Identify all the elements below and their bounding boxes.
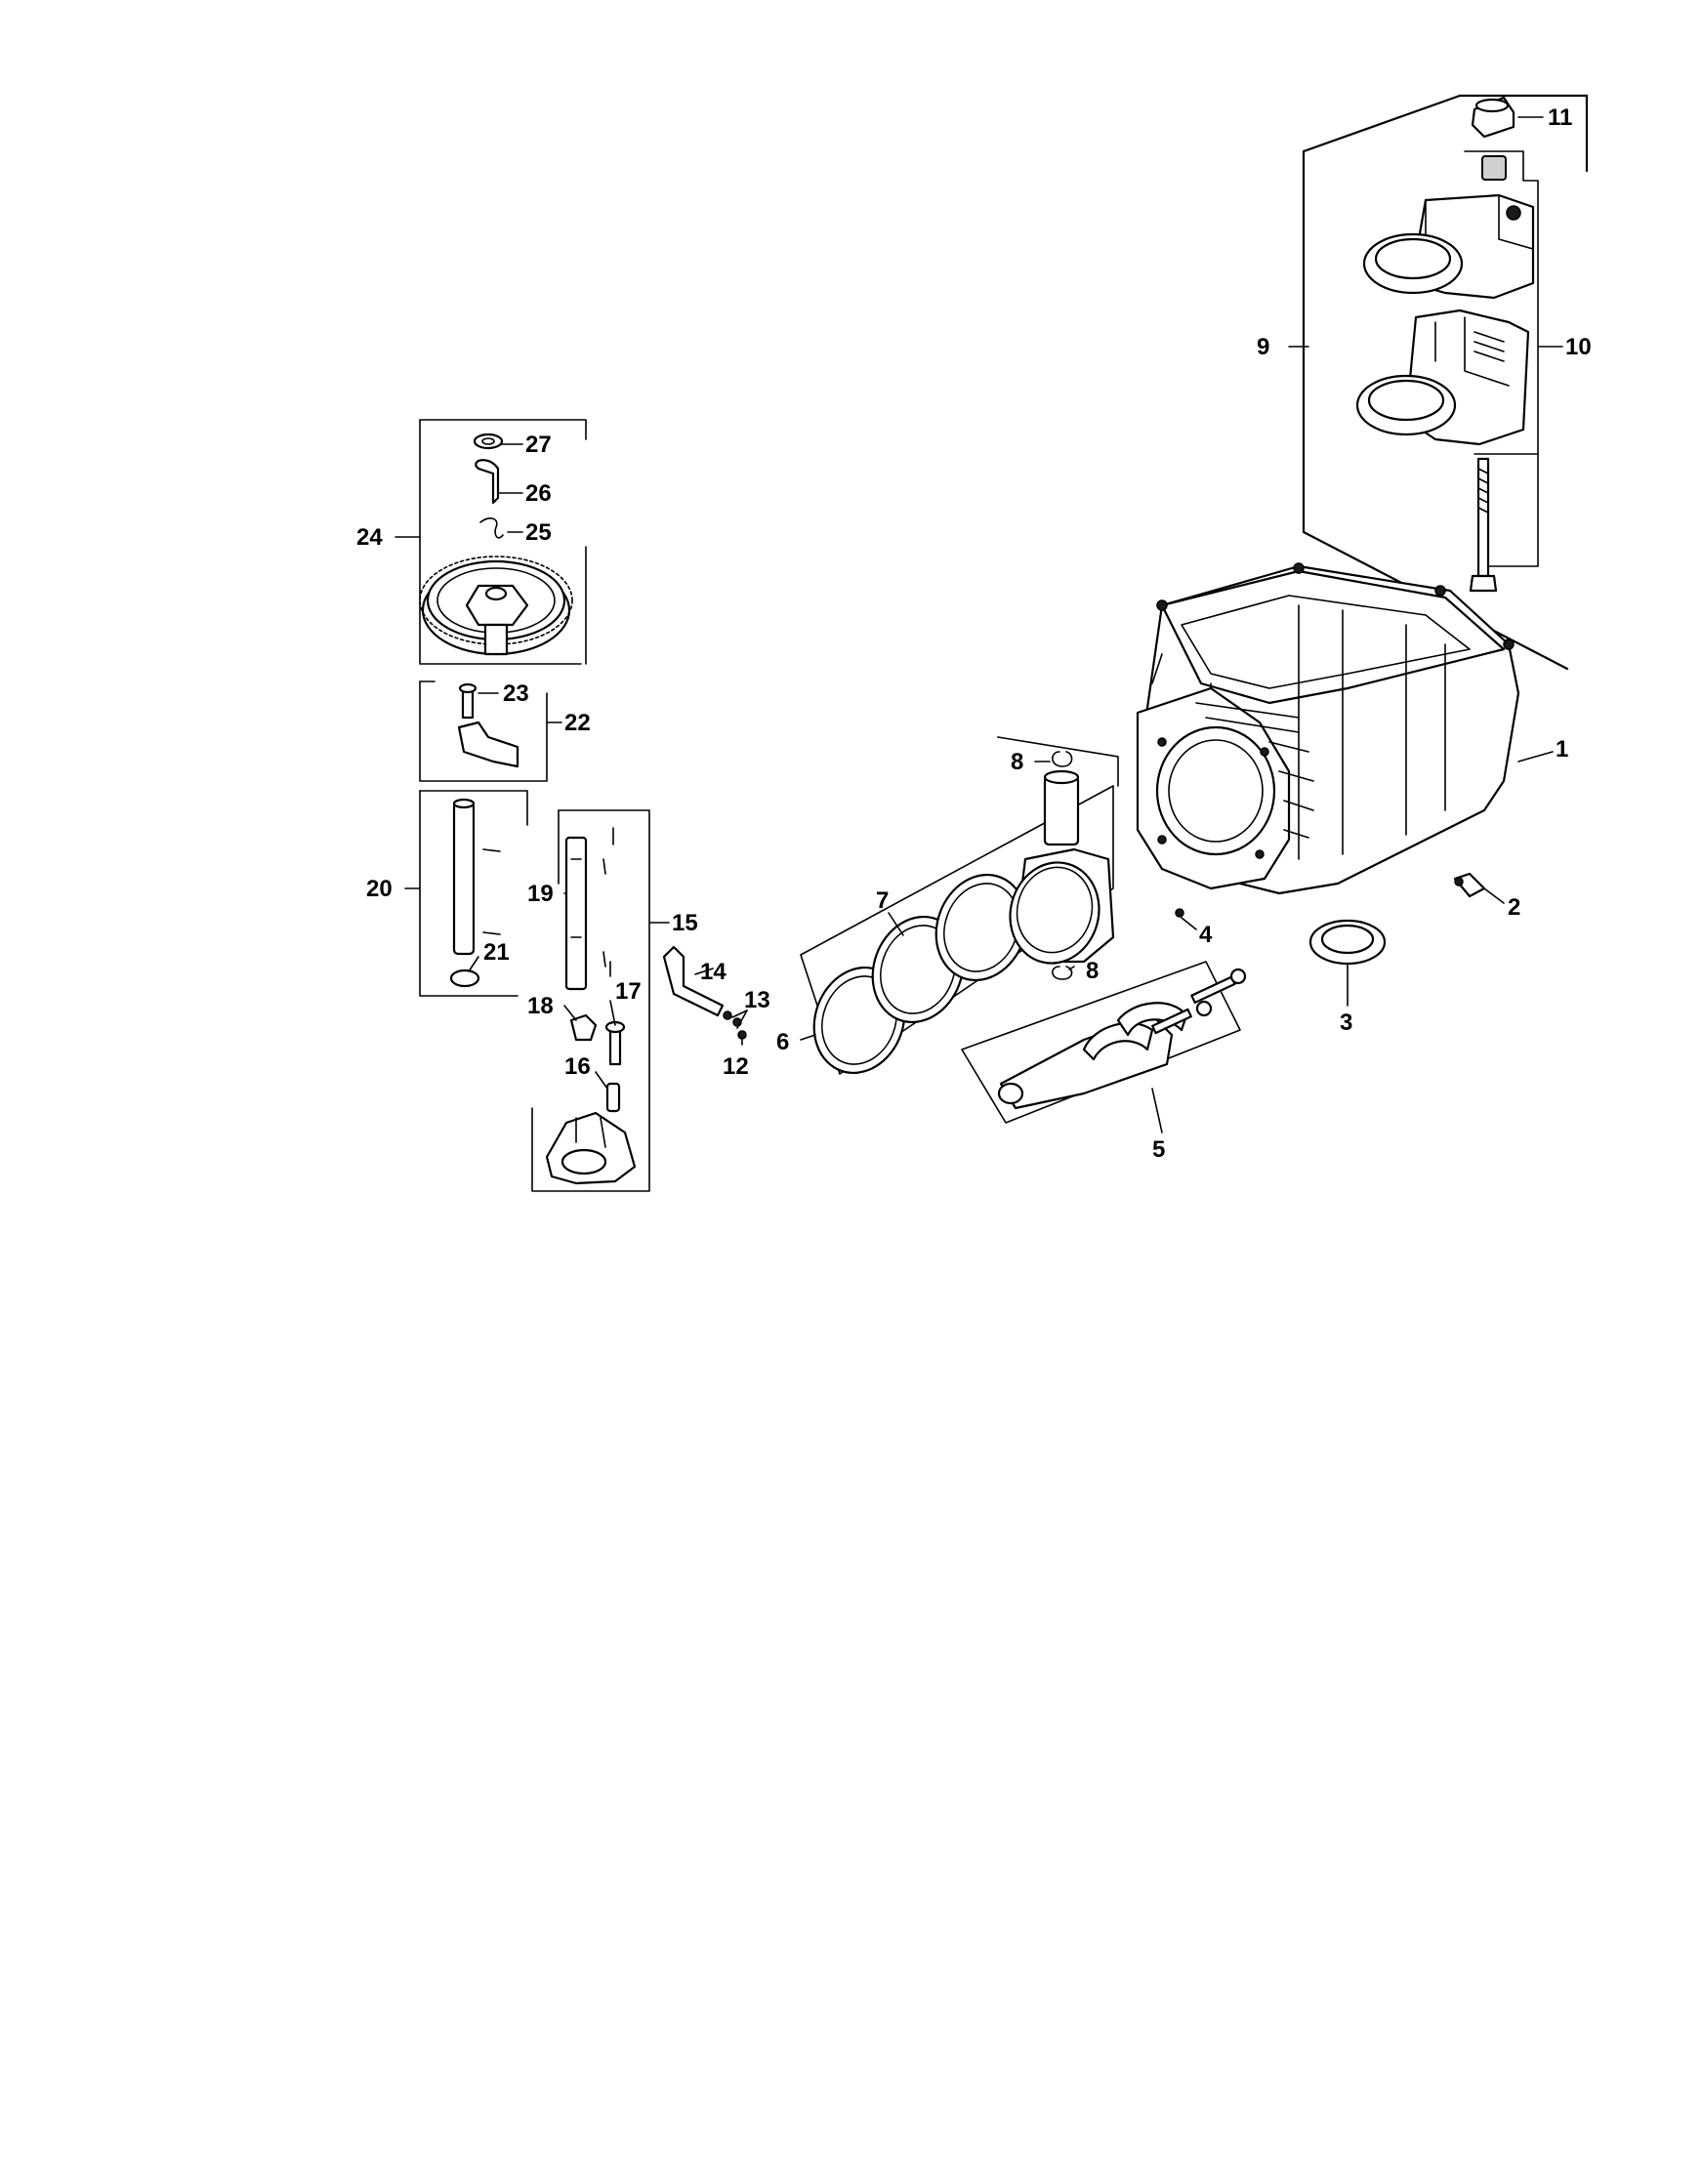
- leader-lines: [394, 116, 1563, 1133]
- part-1-crankcase: [1136, 562, 1520, 895]
- part-5-connecting-rod: [961, 961, 1247, 1124]
- group-20-frame: [419, 790, 519, 997]
- part-8-clip-top: [1052, 751, 1073, 767]
- part-23-screw: [458, 682, 477, 720]
- part-18-plug: [569, 1013, 598, 1042]
- part-20-shaft: [452, 801, 476, 956]
- callout-2: 2: [1508, 894, 1520, 921]
- wrist-pin: [1043, 769, 1080, 846]
- governor-gear-group: [419, 419, 587, 665]
- callout-8-top: 8: [1011, 749, 1023, 775]
- part-3-oil-seal: [1308, 919, 1387, 966]
- callout-5: 5: [1152, 1136, 1165, 1163]
- callout-13: 13: [744, 987, 770, 1013]
- part-27-washer: [473, 433, 504, 450]
- spacer: [1481, 155, 1507, 181]
- group-9-bracket-top: [1302, 94, 1589, 173]
- lower-baffle: [1355, 309, 1530, 446]
- part-16-pin: [605, 1082, 621, 1113]
- callout-8-bottom: 8: [1086, 958, 1099, 984]
- oil-pump-body: [545, 1111, 637, 1185]
- part-11-cap: [1471, 96, 1515, 139]
- group-10-bracket: [1464, 150, 1539, 567]
- callout-10: 10: [1565, 334, 1592, 360]
- callout-18: 18: [527, 993, 554, 1019]
- callout-3: 3: [1340, 1010, 1352, 1036]
- callout-14: 14: [700, 959, 726, 985]
- callout-25: 25: [525, 519, 552, 546]
- rod-bolts: [1151, 968, 1247, 1035]
- callout-9: 9: [1257, 334, 1269, 360]
- part-25-clip: [479, 517, 504, 539]
- callout-16: 16: [564, 1053, 591, 1080]
- piston-rings: [812, 873, 1028, 1075]
- governor-lever-group: [419, 680, 548, 782]
- breather-tube-group: [662, 945, 747, 1040]
- cylinder-bore: [1136, 686, 1291, 890]
- part-13-washer: [723, 1010, 732, 1020]
- part-19-shaft: [564, 836, 588, 991]
- governor-gear: [419, 556, 573, 656]
- callout-11: 11: [1548, 104, 1572, 131]
- baffle-bolt: [1469, 457, 1498, 593]
- group-5-frame: [961, 961, 1241, 1124]
- piston-group: [800, 736, 1119, 1075]
- group-8-frame: [997, 736, 1119, 787]
- callout-17: 17: [615, 978, 642, 1005]
- callout-7: 7: [876, 887, 889, 914]
- part-26-pin: [475, 459, 500, 505]
- callout-numbers: 11 9 10 1 2 3 4 5 6 7 8 8 14 13 12 15 16…: [356, 104, 1592, 1163]
- callout-21: 21: [483, 939, 510, 966]
- callout-4: 4: [1199, 922, 1213, 948]
- part-4-pin: [1175, 908, 1184, 918]
- callout-19: 19: [527, 881, 554, 907]
- part-21-washer: [449, 968, 480, 988]
- callout-12: 12: [723, 1053, 749, 1080]
- shaft-group-20: [419, 790, 528, 997]
- callout-15: 15: [672, 910, 698, 936]
- group-24-frame-top: [419, 419, 587, 440]
- part-12-pin: [737, 1030, 747, 1040]
- callout-24: 24: [356, 524, 383, 551]
- part-14-tube: [662, 945, 725, 1017]
- callout-27: 27: [525, 432, 552, 458]
- callout-22: 22: [564, 710, 591, 736]
- callout-20: 20: [366, 876, 393, 902]
- group-24-frame: [419, 419, 582, 665]
- part-17-bolt: [604, 1020, 626, 1066]
- group-22-frame: [419, 680, 548, 782]
- callout-23: 23: [503, 680, 529, 707]
- piston: [1009, 847, 1115, 965]
- oil-pump-group: [531, 809, 650, 1192]
- part-2-plug: [1453, 872, 1486, 898]
- callout-1: 1: [1556, 736, 1568, 762]
- baffle-assembly-group: [1302, 94, 1589, 671]
- upper-baffle: [1362, 193, 1535, 300]
- callout-6: 6: [776, 1029, 789, 1055]
- part-8-clip-bottom: [1052, 966, 1073, 980]
- group-15-frame: [531, 809, 650, 1192]
- callout-26: 26: [525, 480, 552, 507]
- part-22-lever: [457, 721, 519, 768]
